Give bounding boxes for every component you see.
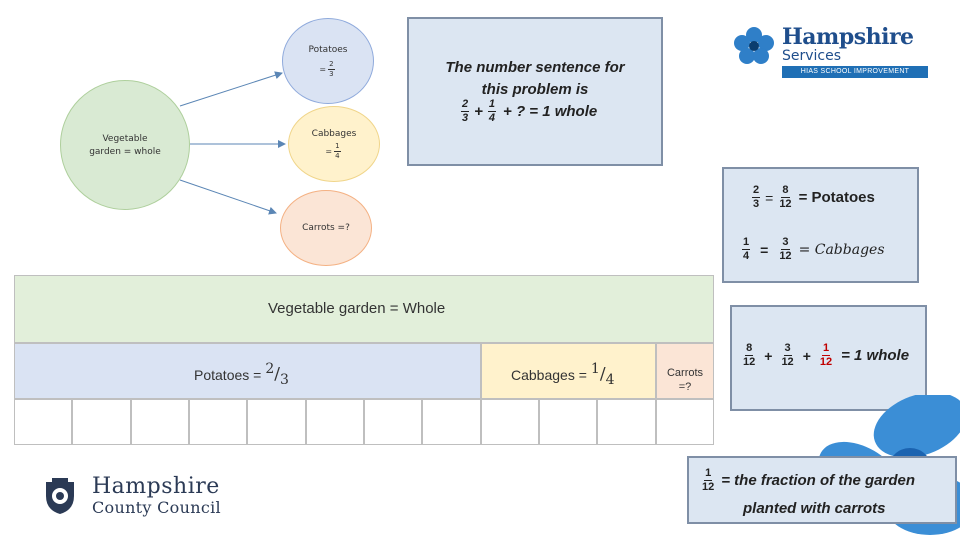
bar-twelfth-cell — [247, 399, 306, 445]
number-sentence-line1: The number sentence for — [445, 59, 625, 76]
eq2-fraction-b: 3 12 — [779, 236, 792, 262]
arrow-to-carrots — [179, 179, 277, 215]
eq1-label: = Potatoes — [798, 189, 875, 206]
bar-twelfth-cell — [189, 399, 248, 445]
bar-twelfth-cell — [364, 399, 423, 445]
answer-line1: 1 12 = the fraction of the garden — [699, 468, 915, 493]
bar-whole-label: Vegetable garden = Whole — [268, 300, 446, 317]
bar-twelfth-cell — [597, 399, 656, 445]
answer-fraction-one-twelfth: 1 12 — [702, 467, 715, 493]
eq1-equals: = — [765, 189, 774, 206]
answer-box: 1 12 = the fraction of the garden plante… — [687, 456, 957, 524]
bar-twelfth-cell — [130, 399, 189, 445]
potatoes-circle-fraction: 2 3 — [328, 59, 335, 78]
carrots-circle-label: Carrots =? — [302, 223, 350, 233]
sum-tail: = 1 whole — [841, 347, 910, 364]
bar-twelfth-cell — [72, 399, 131, 445]
cabbages-circle: Cabbages = 1 4 — [288, 106, 380, 182]
equivalence-box: 2 3 = 8 12 = Potatoes 1 4 = 3 12 = Cabba… — [722, 167, 919, 283]
bar-cabbages-label: Cabbages = — [511, 366, 587, 383]
bar-twelfth-cell — [480, 399, 539, 445]
cabbages-circle-fraction: 1 4 — [334, 141, 341, 160]
bar-model: Vegetable garden = Whole Potatoes = 2/3 … — [14, 275, 714, 445]
hs-title: Hampshire — [782, 24, 914, 50]
bar-potatoes-label-group: Potatoes = 2/3 — [194, 361, 289, 388]
sum-fraction-eight-twelfths: 8 12 — [743, 342, 756, 368]
bar-twelfth-cell — [539, 399, 598, 445]
hs-sub: Services — [782, 48, 842, 64]
bar-carrots-line1: Carrots — [666, 367, 704, 379]
sum-equation: 8 12 + 3 12 + 1 12 = 1 whole — [740, 343, 909, 368]
whole-circle-line2: garden = whole — [89, 146, 161, 157]
equivalence-row-potatoes: 2 3 = 8 12 = Potatoes — [750, 185, 875, 210]
eq1-fraction-b: 8 12 — [779, 184, 792, 210]
bar-twelfth-cell — [14, 399, 73, 445]
bar-twelfths-row — [14, 399, 714, 445]
bar-twelfth-cell — [422, 399, 481, 445]
bar-potatoes-fraction: 2/3 — [265, 361, 289, 389]
whole-circle-line1: Vegetable — [102, 133, 148, 144]
whole-circle: Vegetable garden = whole — [60, 80, 190, 210]
potatoes-circle: Potatoes = 2 3 — [282, 18, 374, 104]
eq1-fraction-a: 2 3 — [752, 184, 761, 210]
sum-box: 8 12 + 3 12 + 1 12 = 1 whole — [730, 305, 927, 411]
eq2-equals: = — [760, 241, 769, 258]
answer-text-line2: planted with carrots — [743, 500, 886, 517]
answer-text-line1: = the fraction of the garden — [721, 472, 916, 489]
hcc-line1: Hampshire — [92, 474, 220, 499]
sum-plus-1: + — [764, 347, 773, 364]
sentence-fraction-one-quarter: 1 4 — [487, 98, 497, 124]
number-sentence-equation: 2 3 + 1 4 + ? = 1 whole — [459, 99, 597, 124]
bar-cabbages-fraction: 1/4 — [590, 361, 615, 389]
potatoes-circle-eq: = — [319, 64, 327, 74]
bar-cabbages — [481, 343, 656, 399]
bar-twelfth-cell — [305, 399, 364, 445]
equivalence-row-cabbages: 1 4 = 3 12 = Cabbages — [740, 237, 885, 262]
eq2-fraction-a: 1 4 — [742, 236, 751, 262]
bar-potatoes — [14, 343, 481, 399]
sum-fraction-one-twelfth: 1 12 — [819, 342, 833, 368]
flower-icon — [734, 27, 774, 64]
sum-plus-2: + — [802, 347, 811, 364]
sentence-tail: + ? = 1 whole — [503, 103, 598, 120]
hs-banner: HIAS SCHOOL IMPROVEMENT — [782, 66, 928, 78]
arrow-to-potatoes — [179, 71, 283, 107]
potatoes-circle-label: Potatoes — [308, 44, 348, 55]
hampshire-county-council-logo: Hampshire County Council — [40, 474, 260, 518]
sentence-fraction-two-thirds: 2 3 — [461, 98, 470, 124]
number-sentence-box: The number sentence for this problem is … — [407, 17, 663, 166]
bar-carrots — [656, 343, 714, 399]
bar-whole — [14, 275, 714, 343]
number-sentence-line2: this problem is — [481, 81, 589, 98]
arrows-layer — [179, 71, 286, 215]
hcc-line2: County Council — [92, 498, 221, 517]
carrots-circle: Carrots =? — [280, 190, 372, 266]
cabbages-circle-label: Cabbages — [311, 128, 357, 139]
sentence-plus: + — [474, 103, 483, 120]
eq2-label: = Cabbages — [798, 241, 885, 258]
cabbages-circle-eq: = — [325, 146, 333, 156]
bar-cabbages-label-group: Cabbages = 1/4 — [511, 361, 614, 388]
bar-carrots-line2: =? — [678, 381, 692, 393]
crest-icon — [46, 478, 74, 514]
bar-potatoes-label: Potatoes = — [194, 366, 262, 383]
hampshire-services-logo: Hampshire Services HIAS SCHOOL IMPROVEME… — [730, 24, 930, 80]
sum-fraction-three-twelfths: 3 12 — [781, 342, 794, 368]
bar-twelfth-cell — [655, 399, 714, 445]
